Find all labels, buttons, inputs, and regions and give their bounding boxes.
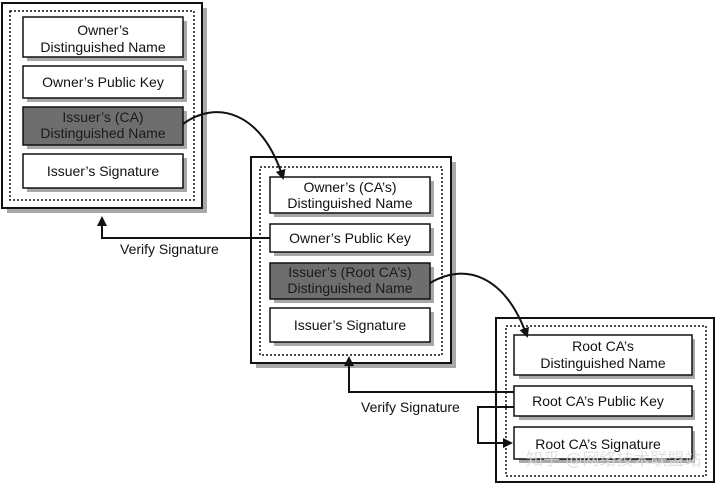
root-ca-certificate: Root CA’s Distinguished Name Root CA’s P… bbox=[495, 317, 715, 483]
field-owner-public-key: Owner’s Public Key bbox=[269, 223, 434, 256]
field-label: Root CA’s Public Key bbox=[532, 393, 664, 409]
field-label: Issuer’s Signature bbox=[294, 317, 407, 333]
field-label: Root CA’s Signature bbox=[535, 436, 661, 452]
watermark-text: 知乎 @网络技术联盟站 bbox=[526, 450, 701, 470]
field-label-line-1: Issuer’s (CA) bbox=[62, 109, 143, 125]
field-label-line-2: Distinguished Name bbox=[40, 39, 165, 55]
field-issuer-signature: Issuer’s Signature bbox=[22, 153, 187, 192]
field-label: Issuer’s Signature bbox=[47, 163, 160, 179]
verify-signature-label-2: Verify Signature bbox=[361, 399, 460, 415]
issuer-to-owner-arrow-1 bbox=[182, 111, 286, 180]
field-label-line-1: Issuer’s (Root CA’s) bbox=[288, 264, 411, 280]
certificate-inner-border bbox=[259, 166, 443, 356]
field-label-line-1: Owner’s bbox=[77, 22, 129, 38]
field-label-line-2: Distinguished Name bbox=[287, 280, 412, 296]
certificate-inner-border bbox=[505, 325, 707, 477]
field-label-line-2: Distinguished Name bbox=[540, 355, 665, 371]
field-owner-dn: Owner’s (CA’s) Distinguished Name bbox=[269, 176, 434, 217]
field-label-line-2: Distinguished Name bbox=[40, 125, 165, 141]
verify-signature-arrow-2 bbox=[344, 356, 514, 393]
field-issuer-dn: Issuer’s (CA) Distinguished Name bbox=[22, 106, 187, 149]
field-owner-dn: Root CA’s Distinguished Name bbox=[513, 334, 695, 379]
field-label: Owner’s Public Key bbox=[289, 230, 411, 246]
ca-certificate: Owner’s (CA’s) Distinguished Name Owner’… bbox=[250, 156, 456, 368]
certificate-inner-border bbox=[9, 10, 195, 201]
field-owner-public-key: Root CA’s Public Key bbox=[513, 385, 695, 420]
field-label: Owner’s Public Key bbox=[42, 74, 164, 90]
field-owner-dn: Owner’s Distinguished Name bbox=[22, 16, 187, 61]
verify-signature-label-1: Verify Signature bbox=[120, 241, 219, 257]
field-issuer-signature: Issuer’s Signature bbox=[269, 307, 434, 346]
field-label-line-1: Owner’s (CA’s) bbox=[303, 179, 396, 195]
field-label-line-2: Distinguished Name bbox=[287, 195, 412, 211]
field-owner-public-key: Owner’s Public Key bbox=[22, 65, 187, 102]
field-issuer-dn: Issuer’s (Root CA’s) Distinguished Name bbox=[269, 262, 434, 303]
end-entity-certificate: Owner’s Distinguished Name Owner’s Publi… bbox=[1, 2, 207, 213]
field-label-line-1: Root CA’s bbox=[572, 338, 634, 354]
verify-signature-arrow-1 bbox=[97, 216, 270, 239]
self-verify-arrow bbox=[477, 406, 514, 448]
issuer-to-owner-arrow-2 bbox=[429, 272, 529, 338]
field-issuer-signature: Root CA’s Signature bbox=[513, 426, 695, 463]
